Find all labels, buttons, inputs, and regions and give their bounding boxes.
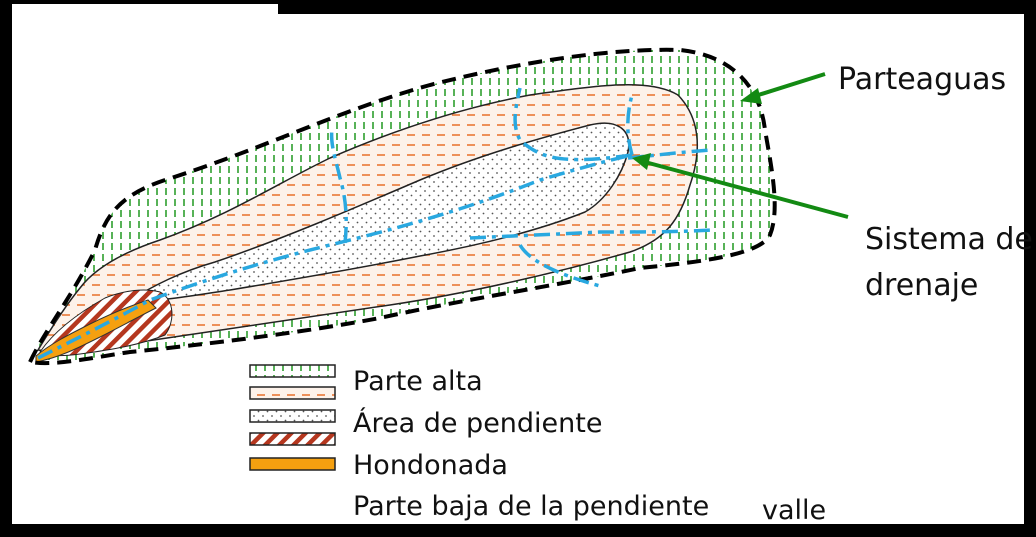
label-drainage-line2: drenaje (865, 268, 979, 303)
drainage-arrow (632, 153, 849, 219)
legend-swatch-lower-slope (249, 432, 336, 446)
legend-swatch-hollow (249, 409, 336, 423)
legend-swatches (249, 364, 336, 471)
watershed-arrow (740, 72, 826, 104)
hollow-zone (127, 122, 630, 302)
legend-swatch-upland (249, 364, 336, 378)
legend-swatch-slope (249, 386, 336, 400)
label-drainage-line1: Sistema de (865, 222, 1033, 257)
legend-label-upland: Parte alta (353, 366, 483, 397)
valley-zone (35, 299, 157, 363)
watershed-divide-line (27, 47, 777, 366)
label-watershed-divide: Parteaguas (838, 62, 1007, 97)
legend-label-hollow: Hondonada (353, 450, 508, 481)
legend-label-slope: Área de pendiente (353, 408, 603, 439)
drainage-network (37, 87, 713, 360)
legend-label-lower-slope: Parte baja de la pendiente (353, 491, 710, 522)
legend-swatch-valley (249, 457, 336, 471)
legend-label-valley: valle (762, 495, 827, 526)
